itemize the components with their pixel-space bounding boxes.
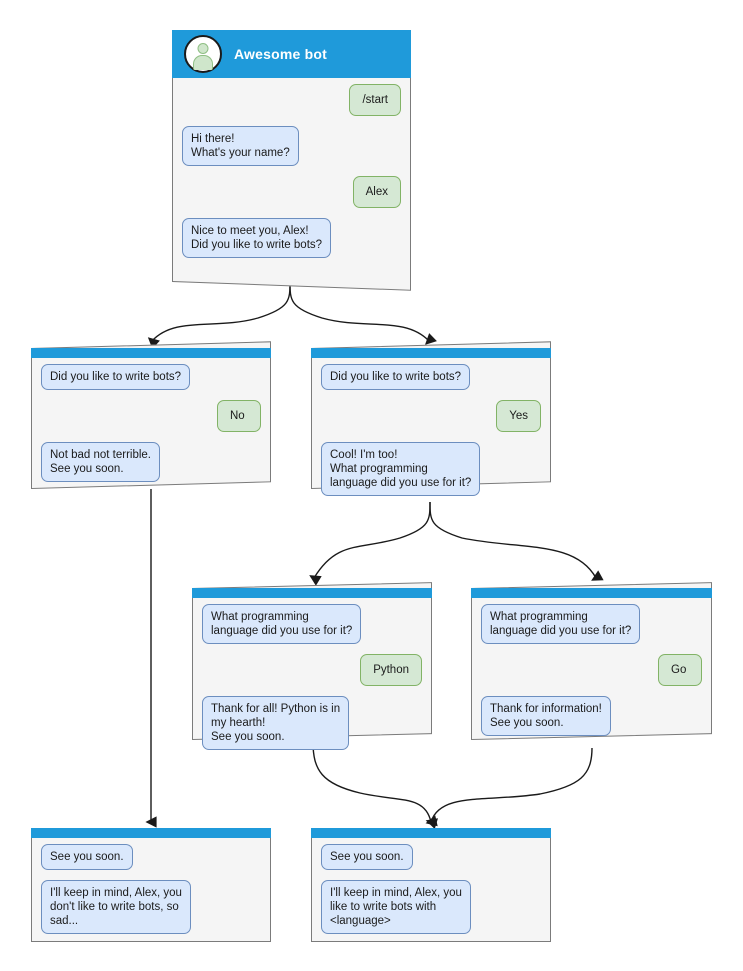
bot-message-bubble: Hi there! What's your name? (182, 126, 299, 166)
node-yes-branch-chat-window[interactable]: Did you like to write bots? Yes Cool! I'… (311, 341, 551, 496)
user-message-bubble: Alex (352, 176, 401, 208)
chat-body: See you soon. I'll keep in mind, Alex, y… (31, 838, 271, 942)
edge-yes-to-python (309, 501, 431, 586)
user-message-bubble: Yes (496, 400, 541, 432)
message-row: Yes (321, 400, 541, 432)
node-end-no-chat-window[interactable]: See you soon. I'll keep in mind, Alex, y… (31, 828, 271, 942)
bot-message-bubble: See you soon. (41, 844, 133, 870)
message-row: Did you like to write bots? (41, 364, 261, 390)
bot-name-label: Awesome bot (234, 46, 327, 62)
message-row: No (41, 400, 261, 432)
user-message-bubble: Go (658, 654, 702, 686)
chat-body: Did you like to write bots? No Not bad n… (31, 358, 271, 489)
node-python-branch-chat-window[interactable]: What programming language did you use fo… (192, 582, 432, 750)
message-row: Thank for information! See you soon. (481, 696, 702, 736)
bot-message-bubble: Did you like to write bots? (41, 364, 191, 390)
node-title-bar (192, 588, 432, 598)
chat-body: What programming language did you use fo… (192, 598, 432, 750)
bot-message-bubble: Did you like to write bots? (321, 364, 471, 390)
chat-body: See you soon. I'll keep in mind, Alex, y… (311, 838, 551, 942)
message-row: Alex (182, 176, 401, 208)
message-row: Not bad not terrible. See you soon. (41, 442, 261, 482)
message-row: Thank for all! Python is in my hearth! S… (202, 696, 422, 750)
node-go-branch-chat-window[interactable]: What programming language did you use fo… (471, 582, 712, 740)
message-row: Did you like to write bots? (321, 364, 541, 390)
bot-message-bubble: Thank for information! See you soon. (481, 696, 611, 736)
node-end-yes-chat-window[interactable]: See you soon. I'll keep in mind, Alex, y… (311, 828, 551, 942)
edge-yes-to-go (429, 501, 604, 581)
message-row: I'll keep in mind, Alex, you don't like … (41, 880, 261, 934)
message-row: What programming language did you use fo… (202, 604, 422, 644)
message-row: Python (202, 654, 422, 686)
message-row: Nice to meet you, Alex! Did you like to … (182, 218, 401, 258)
message-row: Hi there! What's your name? (182, 126, 401, 166)
user-message-bubble: No (217, 400, 261, 432)
message-row: What programming language did you use fo… (481, 604, 702, 644)
chat-body: /start Hi there! What's your name? Alex … (172, 78, 411, 282)
edge-python-to-end-yes (312, 741, 438, 827)
edge-root-to-no (147, 281, 291, 349)
node-title-bar (31, 828, 271, 838)
node-title-bar (31, 348, 271, 358)
node-title-bar (471, 588, 712, 598)
node-title-bar (311, 828, 551, 838)
bot-message-bubble: What programming language did you use fo… (481, 604, 641, 644)
node-root-chat-window[interactable]: Awesome bot /start Hi there! What's your… (172, 30, 411, 291)
bot-message-bubble: What programming language did you use fo… (202, 604, 362, 644)
message-row: See you soon. (321, 844, 541, 870)
message-row: Go (481, 654, 702, 686)
bot-message-bubble: Not bad not terrible. See you soon. (41, 442, 161, 482)
message-row: See you soon. (41, 844, 261, 870)
bot-message-bubble: I'll keep in mind, Alex, you don't like … (41, 880, 191, 934)
message-row: /start (182, 84, 401, 116)
message-row: I'll keep in mind, Alex, you like to wri… (321, 880, 541, 934)
bot-message-bubble: Thank for all! Python is in my hearth! S… (202, 696, 350, 750)
user-message-bubble: Python (360, 654, 422, 686)
node-title-bar (311, 348, 551, 358)
person-avatar-icon (184, 35, 222, 73)
node-no-branch-chat-window[interactable]: Did you like to write bots? No Not bad n… (31, 341, 271, 489)
node-title-bar: Awesome bot (172, 30, 411, 78)
bot-message-bubble: Nice to meet you, Alex! Did you like to … (182, 218, 332, 258)
bot-message-bubble: See you soon. (321, 844, 413, 870)
message-row: Cool! I'm too! What programming language… (321, 442, 541, 496)
bot-message-bubble: I'll keep in mind, Alex, you like to wri… (321, 880, 471, 934)
bot-message-bubble: Cool! I'm too! What programming language… (321, 442, 481, 496)
chat-body: What programming language did you use fo… (471, 598, 712, 740)
edge-root-to-yes (289, 281, 437, 345)
user-message-bubble: /start (349, 84, 401, 116)
chat-body: Did you like to write bots? Yes Cool! I'… (311, 358, 551, 496)
edge-go-to-end-yes (425, 747, 593, 829)
